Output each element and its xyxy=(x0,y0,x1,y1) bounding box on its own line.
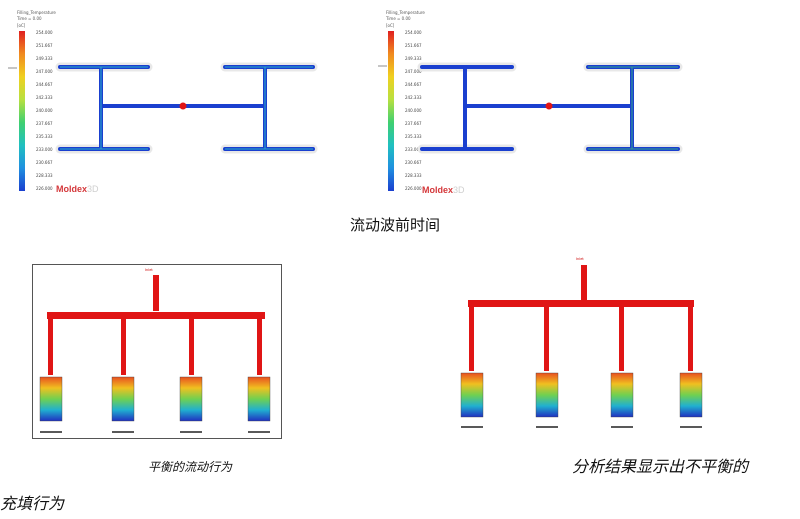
runner-layout-left xyxy=(8,62,318,154)
moldex-logo: Moldex3D xyxy=(422,185,465,195)
color-scale-labels: 254.000 251.667 249.333 247.000 244.667 … xyxy=(36,30,53,191)
sprue-label: Inlet xyxy=(145,268,153,272)
unit-label: [oC] xyxy=(17,23,26,28)
color-scale-bar xyxy=(388,31,394,191)
result-title: Filling_Temperature xyxy=(17,10,56,15)
unit-label: [oC] xyxy=(386,23,395,28)
moldex-logo: Moldex3D xyxy=(56,184,99,194)
simulation-panel-left: Filling_Temperature Time = 0.00 [oC] 254… xyxy=(3,4,323,204)
runner-layout-right xyxy=(378,62,683,154)
gate-marker xyxy=(179,102,187,110)
caption-balanced-flow: 平衡的流动行为 xyxy=(148,460,233,474)
result-subtitle: Time = 0.00 xyxy=(17,16,42,21)
color-scale-bar xyxy=(19,31,25,191)
balanced-runner-diagram xyxy=(39,275,271,433)
caption-unbalanced-line2: 充填行为 xyxy=(0,494,65,513)
caption-unbalanced-line1: 分析结果显示出不平衡的 xyxy=(572,457,749,476)
sprue-label: Inlet xyxy=(576,257,584,261)
unbalanced-runner-diagram xyxy=(460,265,703,428)
result-title: Filling_Temperature xyxy=(386,10,425,15)
color-scale-labels: 254.000 251.667 249.333 247.000 244.667 … xyxy=(405,30,422,191)
balanced-flow-figure: Inlet xyxy=(32,264,282,439)
simulation-panel-right: Filling_Temperature Time = 0.00 [oC] 254… xyxy=(370,4,700,204)
unbalanced-flow-figure: Inlet xyxy=(458,255,710,440)
gate-marker xyxy=(545,102,553,110)
result-subtitle: Time = 0.00 xyxy=(386,16,411,21)
caption-flow-front-time: 流动波前时间 xyxy=(350,216,441,234)
